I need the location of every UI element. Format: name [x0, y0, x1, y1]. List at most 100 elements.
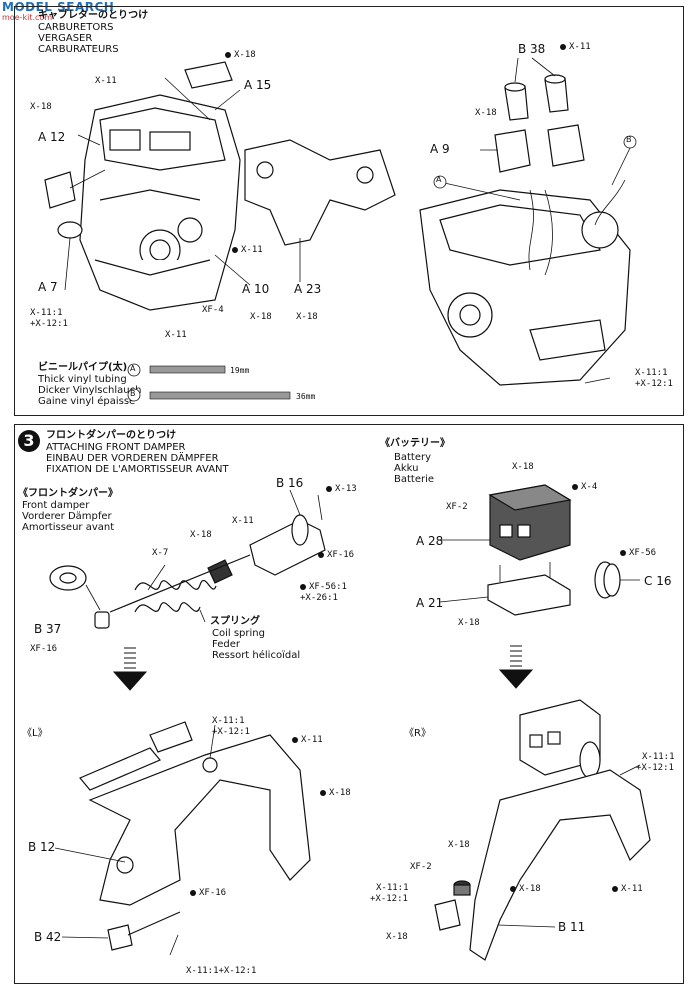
- screw-x18-r-top: X-18: [448, 840, 470, 850]
- screw-x11-r: X-11: [612, 884, 643, 894]
- tube-mark-b: B: [626, 135, 632, 144]
- engine-left-illustration: [44, 61, 396, 311]
- part-label-a21: A 21: [416, 596, 444, 610]
- screw-dot-icon: [572, 483, 578, 490]
- part-label-a10: A 10: [242, 282, 270, 296]
- screw-dot-icon: [612, 885, 618, 892]
- arrow-down-icon-right: [498, 645, 534, 689]
- step3-number: 3: [18, 430, 40, 452]
- spring-jp: スプリング: [210, 616, 260, 627]
- screw-x11-bottom: X-11: [165, 330, 187, 340]
- screw-dot-icon: [190, 889, 196, 896]
- screw-xf2-battery: XF-2: [446, 502, 468, 512]
- screw-dot-icon: [225, 51, 231, 58]
- screw-x26-1: +X-26:1: [300, 593, 338, 603]
- screw-x18-a23: X-18: [296, 312, 318, 322]
- part-label-a9: A 9: [430, 142, 450, 156]
- screw-dot-icon: [318, 551, 324, 558]
- part-label-a28: A 28: [416, 534, 444, 548]
- part-label-b38: B 38: [518, 42, 546, 56]
- spring-en: Coil spring: [212, 628, 265, 639]
- arrow-down-icon-left: [112, 647, 148, 691]
- screw-x18-a15: X-18: [225, 50, 256, 60]
- step3-panel: [14, 424, 684, 984]
- step2-title-de: VERGASER: [38, 33, 93, 44]
- screw-x11-damper: X-11: [232, 516, 254, 526]
- screw-x18-battery: X-18: [512, 462, 534, 472]
- step3-title-jp: フロントダンパーのとりつけ: [46, 430, 177, 441]
- step3-title-en: ATTACHING FRONT DAMPER: [46, 442, 186, 453]
- screw-x11-side: X-11: [232, 245, 263, 255]
- vinyl-tubes-diagram: [127, 363, 291, 402]
- engine-right-illustration: [419, 57, 637, 386]
- screw-x18-a10: X-18: [250, 312, 272, 322]
- screw-dot-icon: [300, 583, 306, 590]
- watermark-subtext: moe-kit.com: [2, 13, 53, 22]
- screw-xf4: XF-4: [202, 305, 224, 315]
- battery-title-jp: 《バッテリー》: [380, 438, 450, 449]
- part-label-b12: B 12: [28, 840, 56, 854]
- battery-fr: Batterie: [394, 474, 435, 485]
- step3-title-fr: FIXATION DE L'AMORTISSEUR AVANT: [46, 464, 229, 475]
- screw-dot-icon: [292, 736, 298, 743]
- vinyl-title-jp: ビニールパイプ(太): [38, 362, 128, 373]
- screw-xf16-b37: XF-16: [30, 644, 58, 654]
- tube-mark-a: A: [436, 175, 442, 184]
- screw-x7: X-7: [152, 548, 169, 558]
- part-label-b37: B 37: [34, 622, 62, 636]
- screw-xf2-r: XF-2: [410, 862, 432, 872]
- step2-title-jp: キャブレターのとりつけ: [38, 10, 149, 21]
- part-label-a12: A 12: [38, 130, 66, 144]
- spring-fr: Ressort hélicoïdal: [212, 650, 301, 661]
- screw-x18-a21: X-18: [458, 618, 480, 628]
- part-label-b42: B 42: [34, 930, 62, 944]
- damper-en: Front damper: [22, 500, 90, 511]
- screw-xf16-damper: XF-16: [318, 550, 354, 560]
- screw-mix-r-2: +X-12:1: [636, 763, 674, 773]
- battery-de: Akku: [394, 463, 419, 474]
- vinyl-len-b: 36mm: [296, 392, 316, 401]
- vinyl-de: Dicker Vinylschlauch: [38, 385, 142, 396]
- vinyl-mark-b: B: [130, 389, 136, 398]
- step2-title-fr: CARBURATEURS: [38, 44, 119, 55]
- screw-mix-right-2: +X-12:1: [635, 379, 673, 389]
- screw-mix-a7-2: +X-12:1: [30, 319, 68, 329]
- damper-de: Vorderer Dämpfer: [22, 511, 112, 522]
- screw-x18-l: X-18: [320, 788, 351, 798]
- screw-xf56-1: XF-56:1: [300, 582, 347, 592]
- screw-mix-l-1: X-11:1: [212, 716, 245, 726]
- screw-mix-right-1: X-11:1: [635, 368, 668, 378]
- screw-mix-r-left-1: X-11:1: [376, 883, 409, 893]
- view-label-left: 《L》: [22, 728, 48, 739]
- part-label-c16: C 16: [644, 574, 672, 588]
- screw-dot-icon: [620, 549, 626, 556]
- screw-x18-r-mid: X-18: [510, 884, 541, 894]
- screw-x13: X-13: [326, 484, 357, 494]
- part-label-a7: A 7: [38, 280, 58, 294]
- part-label-a23: A 23: [294, 282, 322, 296]
- screw-x18-r-bottom: X-18: [386, 932, 408, 942]
- screw-xf16-l: XF-16: [190, 888, 226, 898]
- step3-title-de: EINBAU DER VORDEREN DÄMPFER: [46, 453, 219, 464]
- screw-x11-b38: X-11: [560, 42, 591, 52]
- vinyl-len-a: 19mm: [230, 366, 250, 375]
- view-label-right: 《R》: [404, 728, 431, 739]
- screw-x18-a9: X-18: [475, 108, 497, 118]
- screw-x18-a12: X-18: [30, 102, 52, 112]
- screw-x4: X-4: [572, 482, 597, 492]
- screw-mix-r-1: X-11:1: [642, 752, 675, 762]
- screw-x11-l: X-11: [292, 735, 323, 745]
- screw-dot-icon: [326, 485, 332, 492]
- part-label-b16: B 16: [276, 476, 304, 490]
- screw-mix-a7-1: X-11:1: [30, 308, 63, 318]
- part-label-a15: A 15: [244, 78, 272, 92]
- step2-panel: [14, 6, 684, 416]
- step2-title-en: CARBURETORS: [38, 22, 114, 33]
- battery-en: Battery: [394, 452, 432, 463]
- part-label-b11: B 11: [558, 920, 586, 934]
- damper-title-jp: 《フロントダンパー》: [18, 488, 118, 499]
